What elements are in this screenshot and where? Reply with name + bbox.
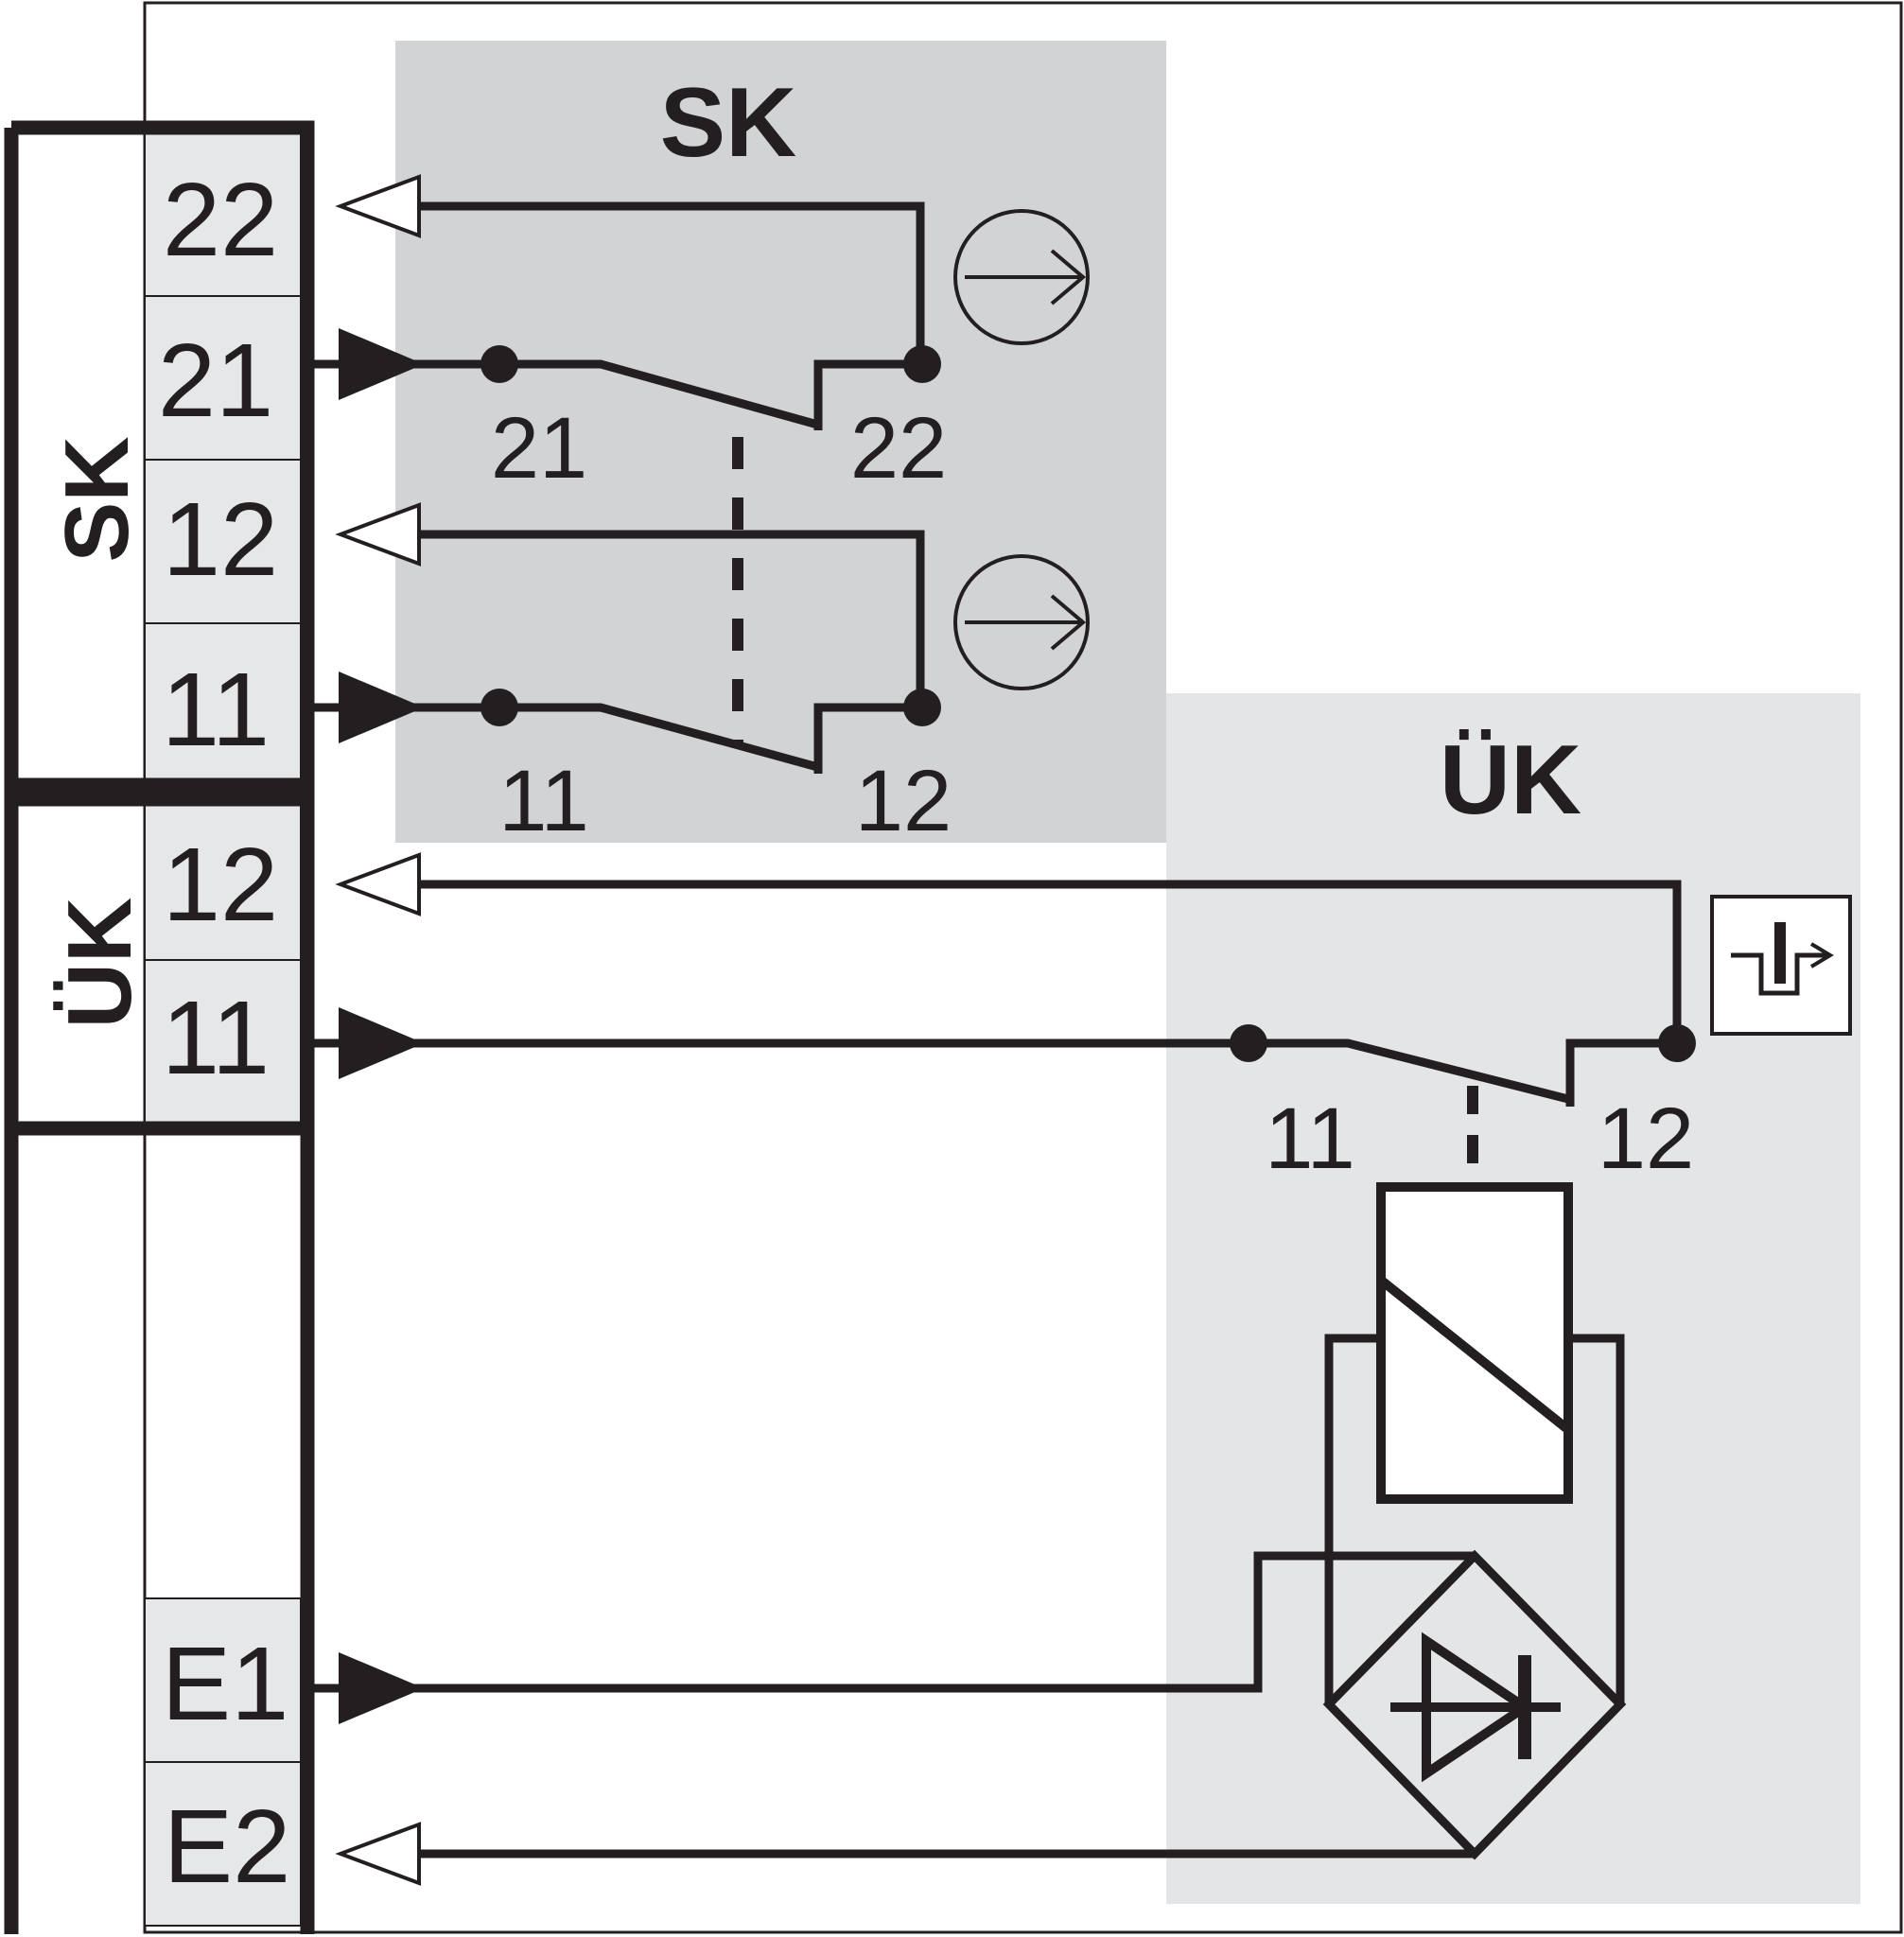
sk-contact-1: 21 22 (312, 201, 947, 497)
input-arrow-icon (339, 1006, 425, 1080)
sk-contact-1-right-label: 22 (850, 400, 947, 497)
terminal-uk-11: 11 (162, 980, 270, 1096)
terminal-e2: E2 (164, 1789, 291, 1905)
connection-arrows (335, 174, 425, 1886)
input-arrow-icon (339, 1651, 425, 1725)
uk-section-title: ÜK (1440, 725, 1581, 835)
sk-section-title: SK (660, 68, 796, 178)
coil-leads (1324, 1334, 1381, 1704)
output-arrow-icon (335, 1822, 421, 1886)
group-label-sk: SK (46, 436, 148, 562)
terminal-block-frame (4, 120, 315, 1934)
terminal-sk-12: 12 (163, 481, 278, 598)
input-arrow-icon (339, 327, 425, 401)
input-arrow-icon (339, 671, 425, 744)
terminal-e1: E1 (162, 1626, 289, 1742)
output-arrow-icon (335, 174, 421, 238)
sk-contact-2-right-label: 12 (855, 753, 952, 849)
terminal-uk-12: 12 (163, 827, 278, 943)
uk-contact: 11 12 (312, 880, 1696, 1187)
uk-contact-left-label: 11 (1265, 1091, 1355, 1187)
e1-supply-line (312, 1551, 1475, 1693)
coil-icon (1376, 1182, 1573, 1504)
terminal-sk-21: 21 (158, 323, 273, 439)
forced-opening-arrow-icon (953, 209, 1090, 345)
group-label-uk: ÜK (49, 898, 150, 1029)
coil-leads (1568, 1334, 1625, 1704)
uk-contact-right-label: 12 (1598, 1091, 1694, 1187)
terminal-sk-11: 11 (162, 652, 270, 768)
forced-opening-arrow-icon (953, 554, 1090, 690)
output-arrow-icon (335, 852, 421, 916)
terminal-labels: 22 21 12 11 12 11 E1 E2 (158, 162, 290, 1905)
sk-contact-2: 11 12 (312, 530, 952, 849)
sk-contact-2-left-label: 11 (498, 753, 589, 849)
monitoring-switch-icon (1710, 895, 1852, 1036)
terminal-cells (144, 131, 302, 1927)
output-arrow-icon (335, 502, 421, 567)
terminal-sk-22: 22 (163, 162, 278, 278)
sk-contact-1-left-label: 21 (491, 400, 587, 497)
